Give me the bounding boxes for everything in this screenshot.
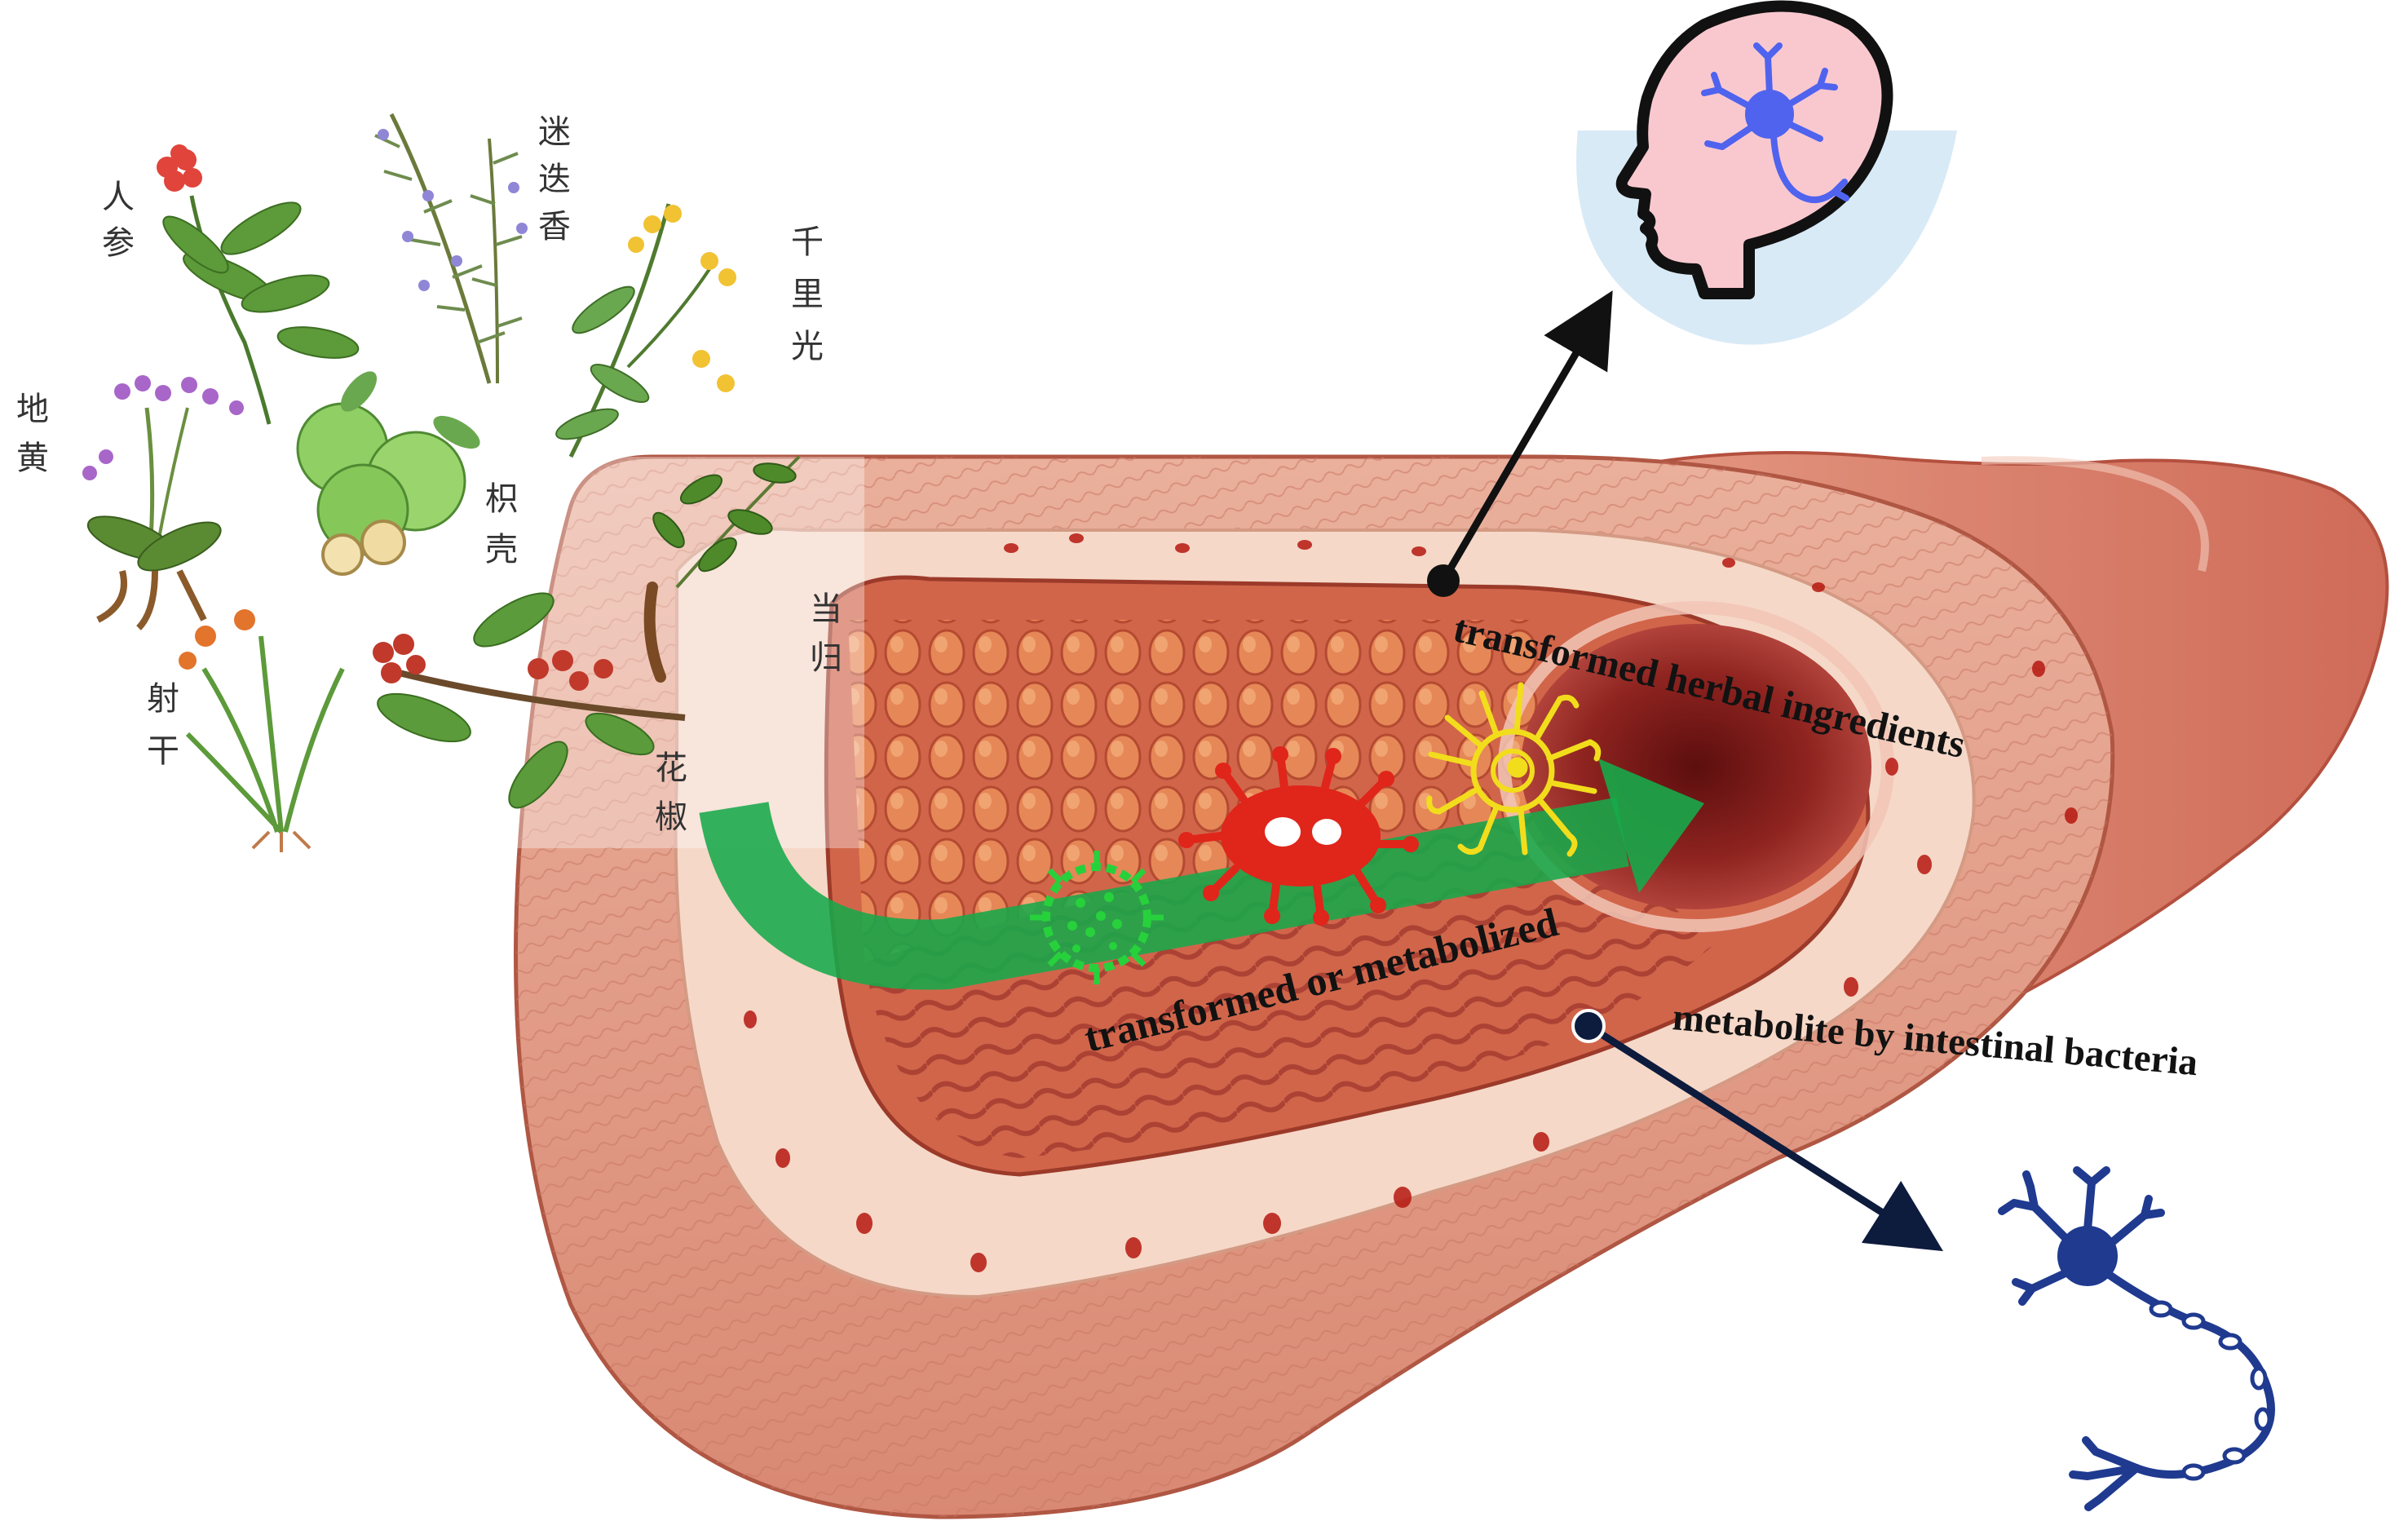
- herb-zanthoxylum: [373, 592, 686, 809]
- herb-label-qianliguang: 里: [791, 276, 824, 313]
- brain-neuron-icon: [1701, 42, 1849, 203]
- intestine-illustration: [440, 451, 2389, 1519]
- enteric-neuron-icon: [1998, 1166, 2275, 1511]
- brain-pointer-arrow: [1427, 290, 1613, 597]
- herb-label-qianliguang: 光: [791, 328, 824, 365]
- herb-label-midiexiang: 香: [538, 208, 571, 245]
- herb-label-shegan: 射: [147, 680, 179, 718]
- herb-rosemary: [374, 113, 528, 384]
- fungal-microbe-icon: [1426, 682, 1602, 857]
- herb-label-shegan: 干: [147, 732, 179, 770]
- herb-label-midiexiang: 迭: [538, 161, 571, 198]
- flow-arrow-head: [1598, 758, 1704, 893]
- herb-label-dihuang: 黄: [16, 440, 49, 477]
- herb-label-danggui: 当: [810, 590, 842, 628]
- herb-label-midiexiang: 迷: [538, 113, 571, 151]
- herb-illustrations: [82, 113, 801, 852]
- herb-angelica: [643, 455, 801, 683]
- neuron-pointer-arrow: [1571, 1009, 1943, 1252]
- herb-label-huajiao: 椒: [655, 798, 687, 836]
- herb-bitter-orange: [296, 371, 480, 576]
- head-brain-icon: [1576, 0, 1957, 345]
- herb-label-renshen: 参: [102, 224, 135, 262]
- herb-label-dihuang: 地: [16, 391, 49, 428]
- herb-ginseng: [157, 144, 360, 425]
- herb-label-renshen: 人: [102, 179, 135, 216]
- herb-senecio: [555, 203, 736, 458]
- herb-label-qianliguang: 千: [791, 223, 824, 261]
- flow-arrow: [699, 797, 1629, 990]
- herb-belamcanda: [179, 609, 345, 852]
- bacterium-icon: [1178, 746, 1419, 926]
- herb-label-zhiqiao: 壳: [485, 531, 518, 568]
- herb-label-zhiqiao: 枳: [485, 480, 518, 518]
- virus-microbe-icon: [1030, 851, 1164, 984]
- herb-label-huajiao: 花: [655, 750, 687, 787]
- herb-label-danggui: 归: [810, 639, 842, 677]
- blood-vessels: [744, 533, 2078, 1272]
- herb-rehmannia: [82, 375, 244, 630]
